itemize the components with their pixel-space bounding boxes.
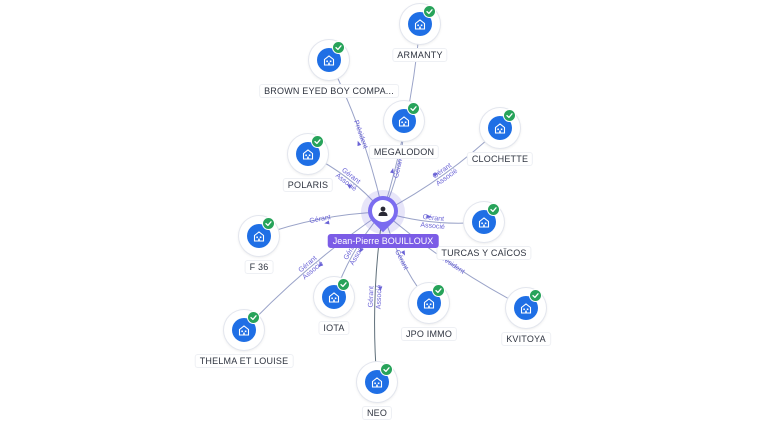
relation-role-label: Gérant	[309, 214, 331, 225]
company-name-label: JPO IMMO	[401, 328, 457, 340]
relation-arrow	[359, 247, 364, 253]
relation-arrow	[390, 168, 394, 174]
verified-check-icon	[432, 284, 445, 297]
verified-check-icon	[380, 363, 393, 376]
building-icon	[247, 224, 271, 248]
company-name-label: CLOCHETTE	[467, 153, 533, 165]
relation-role-label: Gérant	[368, 286, 376, 308]
person-name-label: Jean-Pierre BOUILLOUX	[327, 234, 439, 248]
verified-check-icon	[337, 278, 350, 291]
relation-arrow	[401, 250, 406, 256]
relation-arrow	[357, 140, 362, 147]
company-name-label: KVITOYA	[502, 333, 550, 345]
relation-label: Gérant	[393, 156, 405, 178]
relation-role-label: Gérant	[422, 214, 444, 223]
person-icon	[372, 200, 394, 222]
company-name-label: THELMA ET LOUISE	[195, 355, 293, 367]
relation-role-label: Gérant	[393, 156, 405, 178]
verified-check-icon	[529, 289, 542, 302]
verified-check-icon	[487, 203, 500, 216]
relation-arrow	[346, 184, 353, 189]
relation-role-label: Associé	[420, 222, 445, 231]
company-name-label: NEO	[362, 407, 392, 419]
verified-check-icon	[311, 135, 324, 148]
relation-arrow	[432, 172, 439, 177]
relation-edge	[374, 211, 384, 383]
relation-role-label: Associé	[376, 285, 384, 310]
verified-check-icon	[423, 5, 436, 18]
verified-check-icon	[407, 102, 420, 115]
company-name-label: F 36	[245, 261, 273, 273]
relation-arrow	[378, 286, 383, 292]
company-name-label: TURCAS Y CAÏCOS	[437, 247, 531, 259]
relation-role-label: Gérant	[393, 249, 409, 271]
company-name-label: POLARIS	[283, 179, 333, 191]
relation-arrow	[426, 214, 432, 219]
relation-arrow	[318, 262, 324, 268]
company-name-label: ARMANTY	[393, 49, 447, 61]
verified-check-icon	[503, 109, 516, 122]
company-name-label: MEGALODON	[369, 146, 439, 158]
verified-check-icon	[262, 217, 275, 230]
relation-label: Gérant	[309, 214, 331, 225]
relation-arrow	[324, 220, 330, 225]
company-name-label: BROWN EYED BOY COMPA...	[260, 85, 398, 97]
relation-label: Gérant	[393, 249, 409, 271]
company-name-label: IOTA	[319, 322, 349, 334]
verified-check-icon	[332, 41, 345, 54]
verified-check-icon	[247, 311, 260, 324]
